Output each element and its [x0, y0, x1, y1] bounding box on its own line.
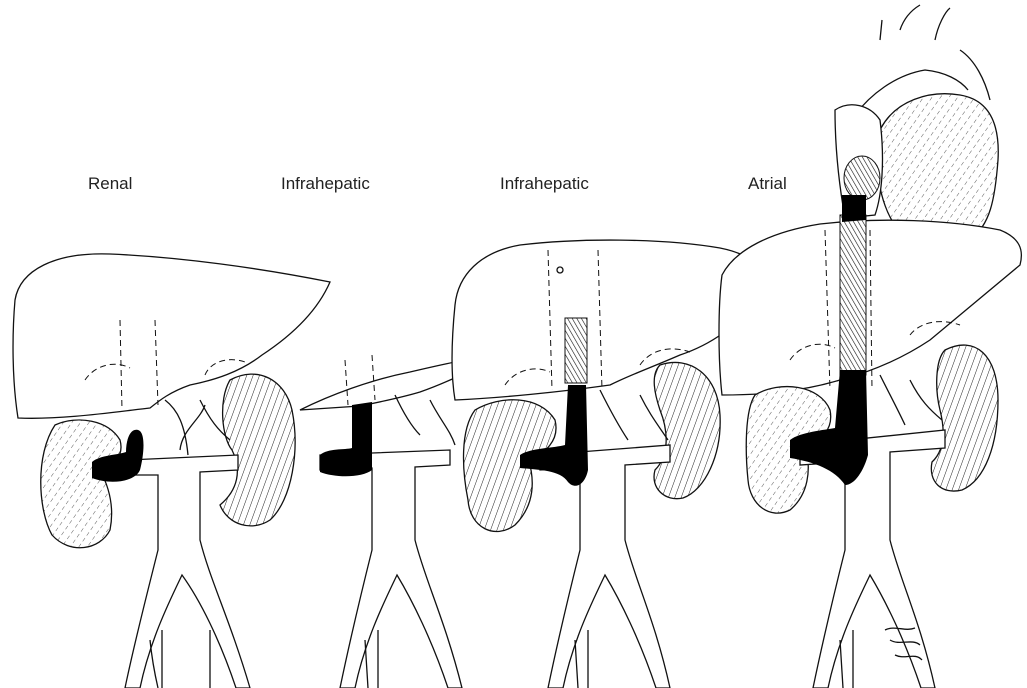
liver: [452, 240, 762, 400]
tumor-extension: [565, 318, 587, 383]
tumor-thrombus: [320, 402, 372, 476]
left-kidney: [654, 362, 720, 498]
left-kidney: [931, 345, 998, 491]
panel-infrahepatic-2: [452, 240, 762, 688]
atrial-tumor: [844, 156, 880, 200]
right-kidney: [41, 420, 121, 548]
panel-infrahepatic-1: [300, 355, 500, 688]
renal-vein-branches: [395, 395, 455, 445]
panel-atrial: [719, 5, 1021, 688]
left-kidney: [220, 374, 295, 526]
tumor-column: [840, 215, 866, 375]
vena-cava: [125, 455, 250, 688]
vena-cava: [320, 450, 462, 688]
vena-cava: [800, 430, 945, 688]
great-vessels: [880, 5, 990, 100]
tumor-thrombus-atrial: [842, 195, 866, 222]
panel-renal: [13, 254, 330, 688]
vena-cava: [540, 445, 670, 688]
